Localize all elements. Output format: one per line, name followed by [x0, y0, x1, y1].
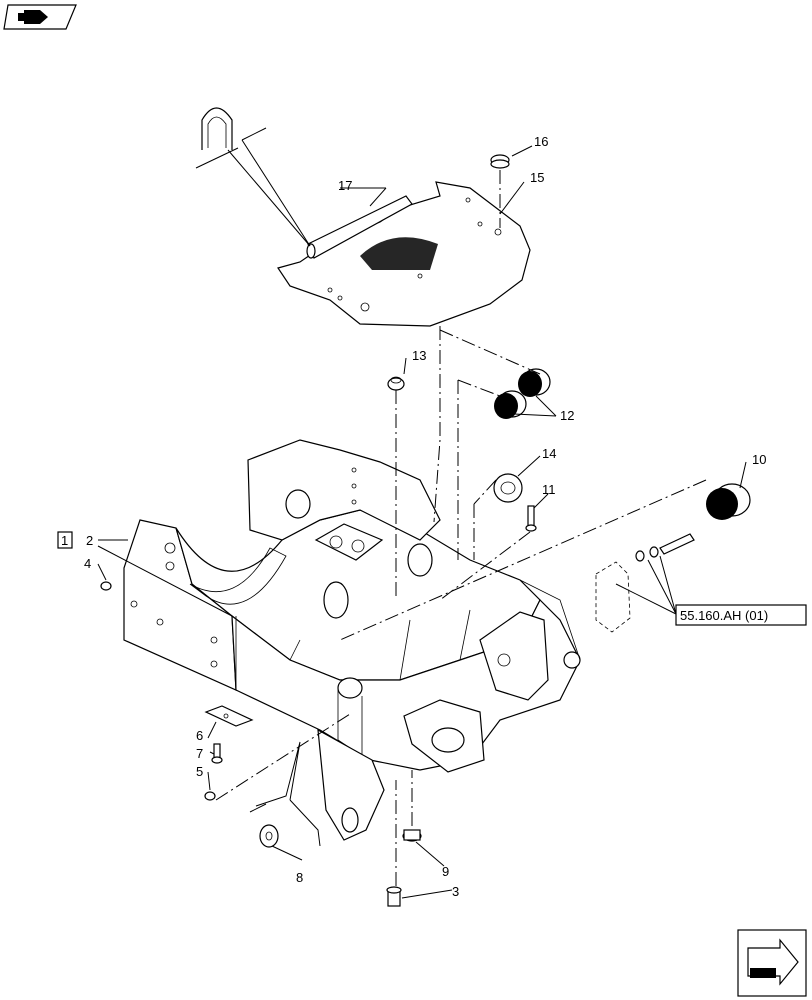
callout-5: 5: [196, 764, 203, 779]
next-page-arrow-icon[interactable]: [737, 929, 807, 997]
callout-12: 12: [560, 408, 574, 423]
front-frame: [123, 439, 581, 841]
bolt-7: [211, 743, 223, 764]
cap: [490, 154, 510, 228]
callout-10: 10: [752, 452, 766, 467]
plug-9: [402, 829, 422, 842]
clip-detail: [195, 107, 311, 247]
grommet: [493, 473, 523, 503]
callout-1: 1: [61, 533, 68, 548]
callout-6: 6: [196, 728, 203, 743]
assembly-lines: [215, 326, 707, 886]
callout-1-box: [57, 531, 73, 549]
cap-10: [706, 483, 751, 520]
plug-13: [387, 376, 405, 391]
book-arrow-icon[interactable]: [3, 4, 77, 30]
nut-4: [100, 581, 112, 591]
callout-9: 9: [442, 864, 449, 879]
plug-3: [386, 886, 402, 907]
callout-4: 4: [84, 556, 91, 571]
bolt-11: [525, 505, 537, 532]
callout-labels: 1 2 3 4 5 6 7 8 9 10 11 12 13 14 15 16 1…: [61, 134, 768, 899]
rod: [306, 195, 413, 259]
callout-2: 2: [86, 533, 93, 548]
callout-7: 7: [196, 746, 203, 761]
shim-plate: [204, 705, 254, 727]
cap-12b: [494, 390, 527, 419]
callout-17: 17: [338, 178, 352, 193]
callout-15: 15: [530, 170, 544, 185]
reference-label: 55.160.AH (01): [680, 608, 768, 623]
cover-plate-ref: [595, 533, 695, 633]
nut-5: [204, 791, 216, 801]
callout-14: 14: [542, 446, 556, 461]
callout-3: 3: [452, 884, 459, 899]
cap-12a: [518, 368, 551, 397]
callout-8: 8: [296, 870, 303, 885]
callout-13: 13: [412, 348, 426, 363]
washer: [259, 824, 279, 848]
callout-16: 16: [534, 134, 548, 149]
reference-box[interactable]: [675, 604, 807, 626]
leader-lines: [97, 145, 747, 899]
callout-11: 11: [542, 482, 556, 497]
